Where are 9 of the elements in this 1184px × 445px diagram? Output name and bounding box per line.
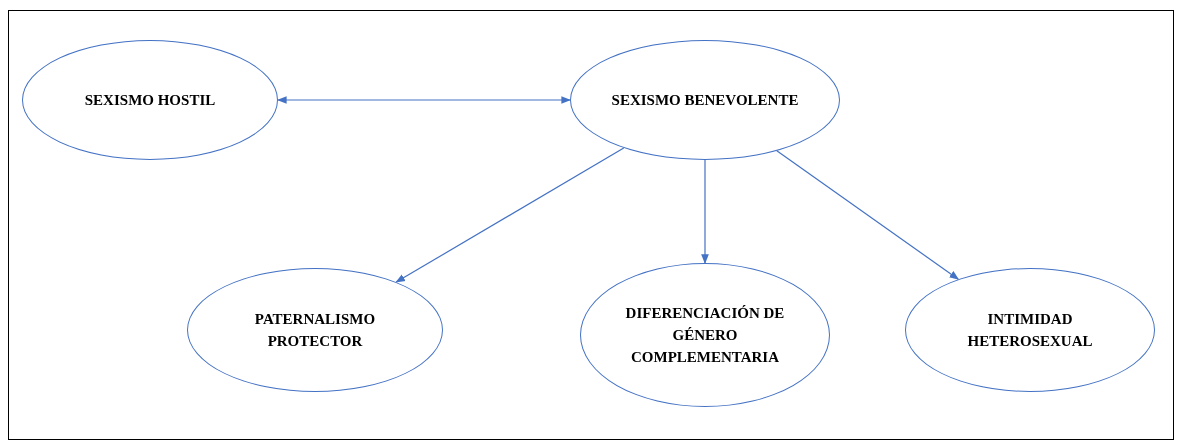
node-label: SEXISMO HOSTIL	[83, 91, 217, 110]
node-label: INTIMIDAD HETEROSEXUAL	[966, 310, 1094, 351]
node-label: SEXISMO BENEVOLENTE	[610, 91, 800, 110]
node-label: DIFERENCIACIÓN DE GÉNERO COMPLEMENTARIA	[624, 304, 786, 367]
arrow	[701, 159, 709, 264]
arrow	[277, 96, 571, 104]
node-label: PATERNALISMO PROTECTOR	[253, 310, 377, 351]
arrow	[395, 147, 625, 283]
arrow	[776, 150, 960, 280]
